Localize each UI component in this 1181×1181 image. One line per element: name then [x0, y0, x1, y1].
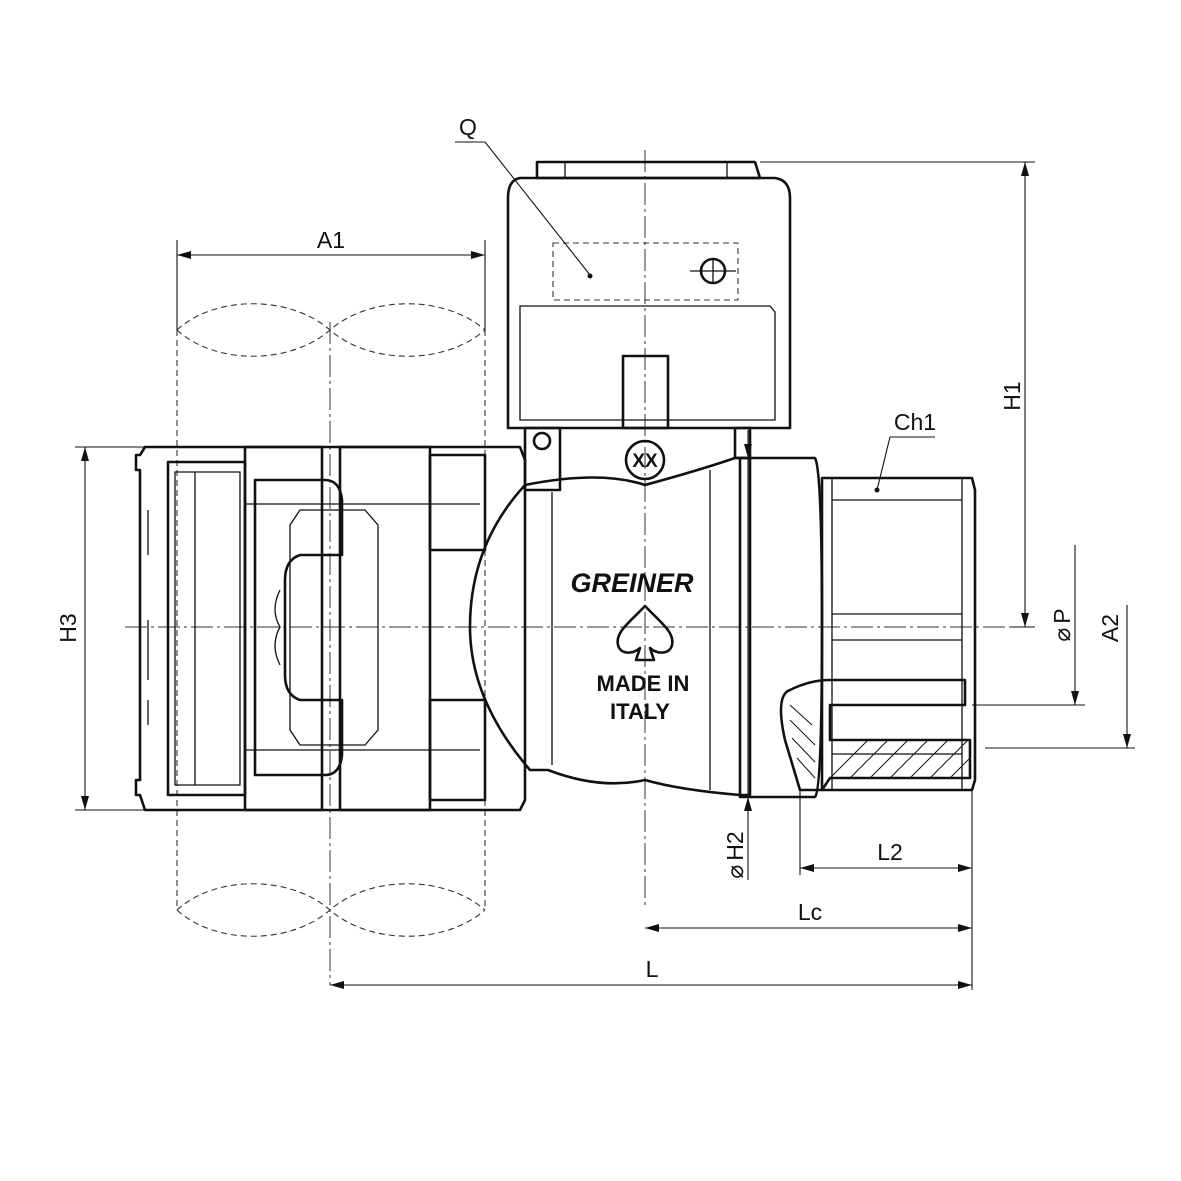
label-Lc: Lc: [798, 899, 822, 925]
label-H1: H1: [999, 381, 1025, 410]
dim-H2: ⌀H2: [722, 430, 752, 880]
size-mark-circle: [624, 439, 666, 481]
dim-A1: A1: [176, 227, 486, 330]
origin-line-2: ITALY: [610, 699, 670, 724]
compression-fitting: [134, 445, 527, 812]
label-A1: A1: [317, 227, 345, 253]
dim-H3: H3: [55, 446, 145, 811]
label-Q: Q: [459, 114, 477, 140]
label-Ch1: Ch1: [894, 409, 936, 435]
dim-L2: L2: [799, 790, 973, 990]
label-H2: ⌀H2: [722, 831, 748, 878]
size-mark: XX: [632, 451, 658, 472]
pipe-phantom: [176, 303, 486, 937]
dim-L: L: [330, 956, 972, 989]
label-L: L: [646, 956, 659, 982]
brand-marks: XX GREINER MADE IN ITALY: [570, 439, 694, 724]
label-P: ⌀P: [1049, 608, 1075, 641]
brand-name: GREINER: [570, 568, 694, 598]
cutaway-section: [779, 678, 972, 792]
dim-Ch1: Ch1: [874, 409, 936, 493]
label-A2: A2: [1097, 614, 1123, 642]
dim-A2: A2: [985, 605, 1135, 749]
origin-line-1: MADE IN: [597, 671, 690, 696]
label-H3: H3: [55, 613, 81, 642]
spade-logo-icon: [616, 604, 674, 662]
dim-Q: Q: [455, 114, 593, 279]
dim-H1: H1: [760, 161, 1035, 628]
dim-P: ⌀P: [972, 545, 1085, 706]
dim-Lc: Lc: [645, 899, 972, 932]
valve-handle: [506, 160, 792, 492]
hex-nut: [820, 476, 977, 792]
label-L2: L2: [877, 839, 903, 865]
